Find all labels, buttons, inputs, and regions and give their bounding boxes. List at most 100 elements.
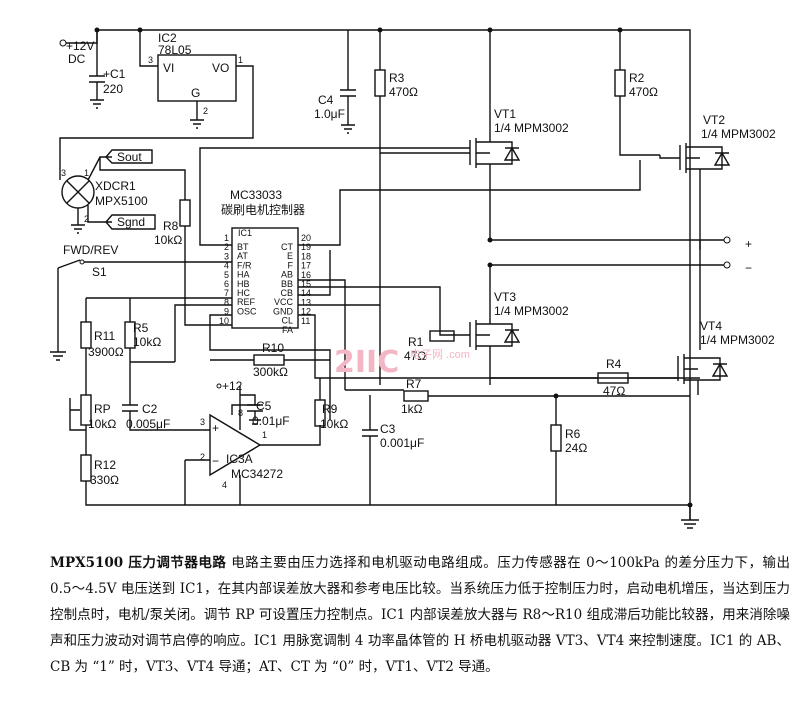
c5-label: C5 bbox=[256, 399, 272, 413]
ic1-pin-cb-label: CB bbox=[280, 288, 293, 298]
watermark-logo: 2IIC 电子网 .com bbox=[334, 345, 470, 380]
ic1-pin-fr-label: F/R bbox=[237, 260, 252, 270]
r2-value: 470Ω bbox=[629, 85, 658, 99]
transistor-vt4: VT4 1/4 MPM3002 bbox=[677, 319, 775, 395]
r3-label: R3 bbox=[389, 71, 405, 85]
rp-label: RP bbox=[94, 402, 111, 416]
capacitor-c1: +C1 220 bbox=[89, 30, 126, 109]
r2-label: R2 bbox=[629, 71, 645, 85]
vt1-label: VT1 bbox=[494, 107, 516, 121]
resistor-r2: R2 470Ω bbox=[614, 30, 660, 156]
ic1-pin-at-label: AT bbox=[237, 251, 248, 261]
ic2-part: 78L05 bbox=[158, 43, 192, 57]
ic2-pin-vi: VI bbox=[163, 61, 174, 75]
motor-terminals: + − bbox=[487, 236, 752, 350]
r7-label: R7 bbox=[406, 377, 422, 391]
capacitor-c4: C4 1.0μF bbox=[314, 30, 356, 134]
resistor-r10: R10 300kΩ bbox=[210, 341, 330, 379]
c3-value: 0.001μF bbox=[380, 436, 424, 450]
ic1-mc33033: MC33033 碳刷电机控制器 IC1 BTATF/RHAHBHCREFOSC1… bbox=[174, 147, 700, 420]
switch-name: S1 bbox=[92, 265, 107, 279]
c5-value: 0.01μF bbox=[252, 414, 290, 428]
pressure-sensor-xdcr1: XDCR1 MPX5100 3 1 2 Sout Sgnd bbox=[59, 149, 186, 234]
ic1-ref: IC1 bbox=[238, 228, 252, 238]
ic1-pin-number: 11 bbox=[301, 316, 310, 326]
ic1-pin-vcc-label: VCC bbox=[274, 297, 294, 307]
sensor-sout: Sout bbox=[117, 150, 142, 164]
resistor-r8: R8 10kΩ bbox=[154, 199, 232, 326]
ic1-pin-hb-label: HB bbox=[237, 279, 250, 289]
sensor-pin3: 3 bbox=[61, 168, 66, 178]
resistor-r9: R9 10kΩ bbox=[314, 378, 348, 431]
r11-value: 3900Ω bbox=[88, 345, 124, 359]
r4-label: R4 bbox=[606, 357, 622, 371]
ic1-pin-ha-label: HA bbox=[237, 270, 250, 280]
c4-label: C4 bbox=[318, 93, 334, 107]
sensor-name: XDCR1 bbox=[95, 179, 136, 193]
ic1-pin-number: 17 bbox=[301, 261, 311, 271]
r12-label: R12 bbox=[94, 458, 116, 472]
capacitor-c5: C5 0.01μF bbox=[240, 394, 290, 428]
pressure-regulator-schematic: +12V DC +C1 220 IC2 78L05 VI VO G 3 1 2 … bbox=[50, 27, 776, 529]
transistor-vt2: VT2 1/4 MPM3002 bbox=[659, 113, 776, 240]
supply-label: +12V bbox=[66, 39, 94, 53]
ic2-pin-g: G bbox=[191, 86, 200, 100]
ic1-pin-bt-label: BT bbox=[237, 242, 249, 252]
ic3-minus: − bbox=[212, 454, 219, 468]
transistor-vt3: VT3 1/4 MPM3002 bbox=[469, 290, 569, 385]
ic1-pin-number: 4 bbox=[224, 261, 229, 271]
r3-value: 470Ω bbox=[389, 85, 418, 99]
c2-label: C2 bbox=[142, 402, 158, 416]
ic1-pin-fa-label: FA bbox=[282, 325, 293, 335]
ic3-supply: +12 bbox=[222, 379, 243, 393]
resistor-r6: R6 24Ω bbox=[550, 393, 587, 505]
ic1-pin-number: 13 bbox=[301, 297, 311, 307]
switch-label: FWD/REV bbox=[63, 243, 118, 257]
supply-rail: +12V DC bbox=[59, 27, 691, 520]
ic1-pin-number: 12 bbox=[301, 307, 311, 317]
r10-value: 300kΩ bbox=[253, 365, 288, 379]
ic3-pin3: 3 bbox=[200, 417, 205, 427]
ic1-pin-bb-label: BB bbox=[281, 279, 293, 289]
ic1-pin-number: 16 bbox=[301, 270, 311, 280]
ic1-pin-number: 8 bbox=[224, 297, 229, 307]
ic1-pin-number: 1 bbox=[224, 233, 229, 243]
watermark-text: 2IIC bbox=[334, 345, 399, 380]
c2-value: 0.005μF bbox=[126, 417, 170, 431]
sensor-pin2: 2 bbox=[84, 214, 89, 224]
ic1-pin-number: 9 bbox=[224, 307, 229, 317]
c3-label: C3 bbox=[380, 422, 396, 436]
terminal-plus: + bbox=[745, 237, 752, 251]
ic1-pin-number: 18 bbox=[301, 251, 311, 261]
gate-network: R1 47Ω R7 1kΩ C3 0.001μF bbox=[345, 330, 690, 505]
ic1-pin-ref-label: REF bbox=[237, 297, 256, 307]
ic1-pin-number: 7 bbox=[224, 288, 229, 298]
ic1-part: MC33033 bbox=[230, 188, 282, 202]
c1-label: +C1 bbox=[103, 67, 126, 81]
ic1-pin-number: 19 bbox=[301, 242, 311, 252]
figure-caption: MPX5100 压力调节器电路 电路主要由压力选择和电机驱动电路组成。压力传感器… bbox=[50, 550, 790, 680]
r10-label: R10 bbox=[262, 341, 284, 355]
rp-value: 10kΩ bbox=[88, 417, 116, 431]
r6-value: 24Ω bbox=[565, 441, 587, 455]
r1-value: 47Ω bbox=[404, 349, 426, 363]
caption-body: 电路主要由压力选择和电机驱动电路组成。压力传感器在 0～100kPa 的差分压力… bbox=[50, 555, 790, 675]
ic1-pin-e-label: E bbox=[287, 251, 293, 261]
regulator-ic2: IC2 78L05 VI VO G 3 1 2 bbox=[59, 27, 254, 160]
vt2-part: 1/4 MPM3002 bbox=[701, 127, 776, 141]
ic3-part: MC34272 bbox=[231, 467, 283, 481]
transistor-vt1: VT1 1/4 MPM3002 bbox=[380, 30, 569, 240]
vt4-label: VT4 bbox=[700, 319, 722, 333]
r9-label: R9 bbox=[322, 402, 338, 416]
ic2-pin1: 1 bbox=[238, 55, 243, 65]
ic2-pin3: 3 bbox=[148, 55, 153, 65]
resistor-r3: R3 470Ω bbox=[374, 30, 418, 342]
sensor-sgnd: Sgnd bbox=[117, 215, 145, 229]
vt3-label: VT3 bbox=[494, 290, 516, 304]
ic1-pin-number: 5 bbox=[224, 270, 229, 280]
ic1-desc: 碳刷电机控制器 bbox=[221, 203, 305, 217]
ic3-pin1: 1 bbox=[262, 430, 267, 440]
opamp-ic3a: + − 3 2 1 8 4 IC3A MC34272 +12 bbox=[184, 379, 321, 505]
r8-label: R8 bbox=[163, 219, 179, 233]
